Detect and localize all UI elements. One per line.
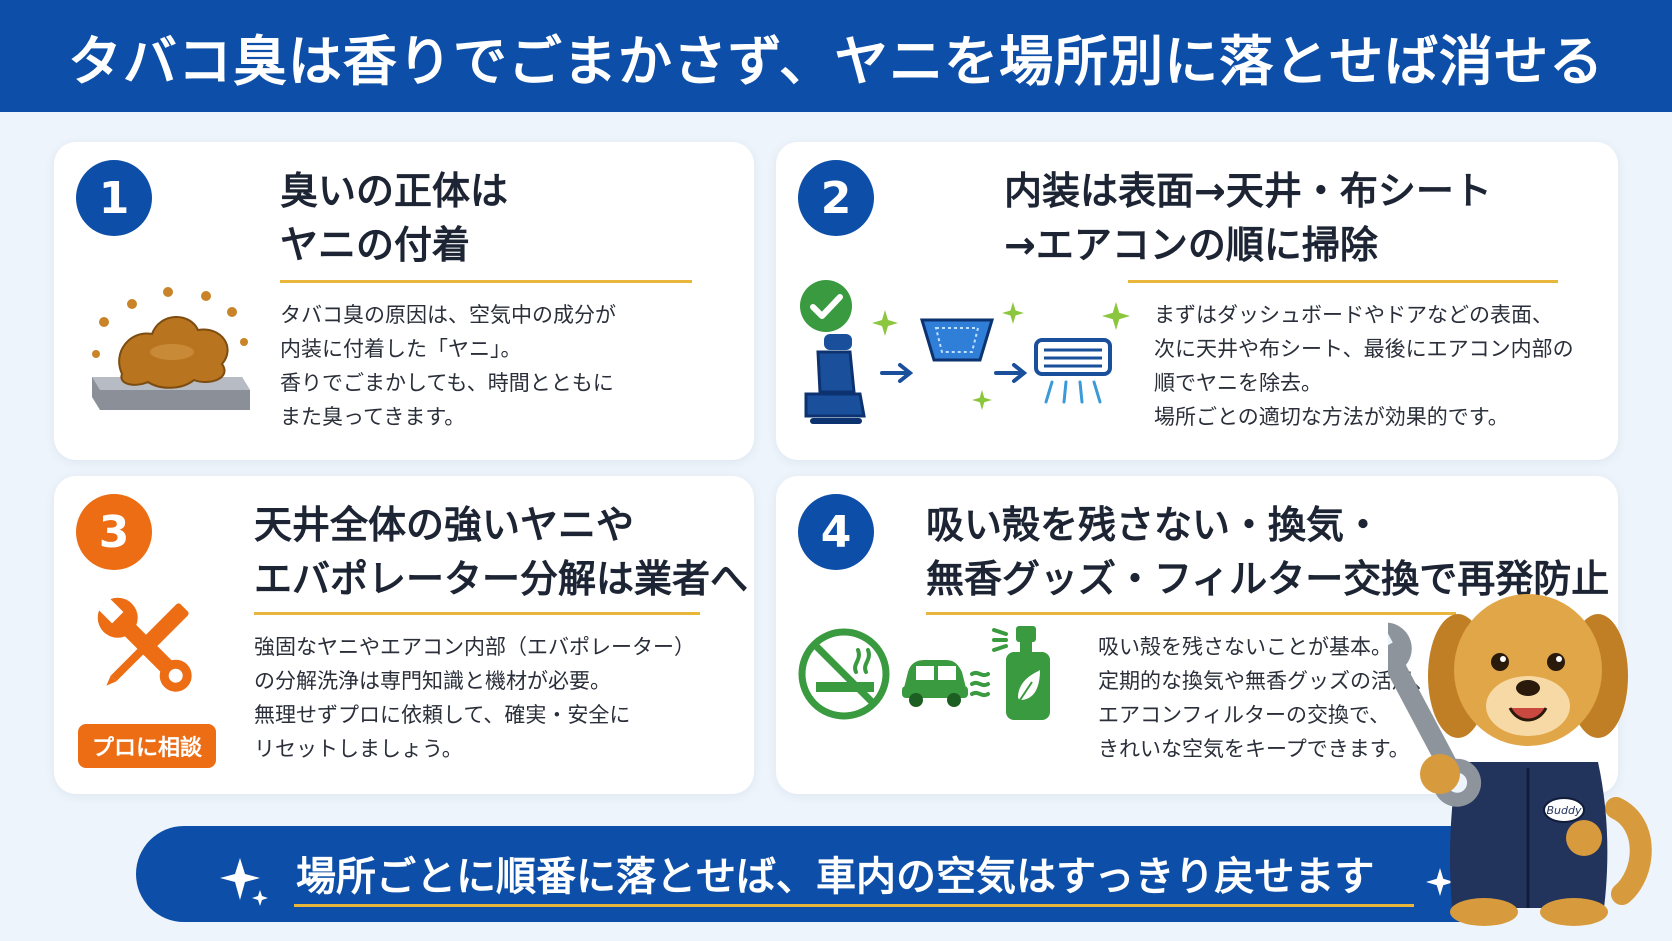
sparkle-icon-2: [1002, 302, 1024, 324]
arrow-right-icon-2: [994, 363, 1028, 383]
sparkle-icon-right: [1426, 868, 1454, 896]
tar-stain-icon: [92, 287, 250, 410]
mascot-dog: Buddy: [1388, 594, 1652, 926]
footer-text: 場所ごとに順番に落とせば、車内の空気はすっきり戻せます: [296, 854, 1375, 900]
page-title: タバコ臭は香りでごまかさず、ヤニを場所別に落とせば消せる: [67, 29, 1605, 93]
card-2-body: まずはダッシュボードやドアなどの表面、 次に天井や布シート、最後にエアコン内部の…: [1154, 303, 1574, 429]
check-icon: [800, 280, 852, 332]
footer-divider: [294, 904, 1414, 907]
consult-pro-badge: プロに相談: [78, 724, 217, 768]
sparkle-icon: [872, 310, 898, 336]
card-4-body: 吸い殻を残さないことが基本。 定期的な換気や無香グッズの活用、 エアコンフィルタ…: [1098, 635, 1434, 761]
card-4-title: 吸い殻を残さない・換気・ 無香グッズ・フィルター交換で再発防止: [926, 503, 1610, 601]
step-number-4: 4: [798, 494, 874, 570]
air-conditioner-icon: [1034, 338, 1112, 404]
step-number-1: 1: [76, 160, 152, 236]
card-3: 3 天井全体の強いヤニや エバポレーター分解は業者へ 強固なヤニやエアコン内部（…: [54, 476, 754, 794]
card-2-divider: [1128, 280, 1558, 283]
card-1: 1 臭いの正体は ヤニの付着 タバコ臭の原因は、空気中の成分が 内装に付着した「…: [54, 142, 754, 460]
sparkle-icon-4: [1102, 302, 1130, 330]
card-1-body: タバコ臭の原因は、空気中の成分が 内装に付着した「ヤニ」。 香りでごまかしても、…: [280, 303, 616, 429]
card-4: 4 吸い殻を残さない・換気・ 無香グッズ・フィルター交換で再発防止 吸い殻を残さ…: [776, 476, 1618, 794]
page-header: タバコ臭は香りでごまかさず、ヤニを場所別に落とせば消せる: [0, 0, 1672, 112]
card-3-title: 天井全体の強いヤニや エバポレーター分解は業者へ: [254, 503, 749, 601]
card-3-divider: [254, 612, 700, 615]
card-2: 2 内装は表面→天井・布シート →エアコンの順に掃除 まずはダッシュボードやドア…: [776, 142, 1618, 460]
card-4-divider: [926, 612, 1456, 615]
spray-bottle-icon: [992, 626, 1050, 720]
roof-panel-icon: [919, 318, 995, 362]
step-number-3: 3: [76, 494, 152, 570]
card-1-title: 臭いの正体は ヤニの付着: [280, 169, 509, 267]
car-ventilation-icon: [902, 660, 990, 707]
no-smoking-icon: [798, 628, 890, 720]
footer-banner: 場所ごとに順番に落とせば、車内の空気はすっきり戻せます: [136, 826, 1516, 922]
sparkle-icon-left: [220, 858, 268, 906]
wrench-screwdriver-icon: [97, 597, 192, 692]
card-3-body: 強固なヤニやエアコン内部（エバポレーター） の分解洗浄は専門知識と機材が必要。 …: [254, 635, 695, 761]
step-number-2: 2: [798, 160, 874, 236]
card-1-divider: [280, 280, 692, 283]
card-2-title: 内装は表面→天井・布シート →エアコンの順に掃除: [1004, 169, 1492, 267]
sparkle-icon-3: [972, 390, 992, 410]
arrow-right-icon: [880, 363, 914, 383]
car-seat-icon: [804, 334, 866, 424]
mascot-badge-text: Buddy: [1547, 804, 1582, 817]
